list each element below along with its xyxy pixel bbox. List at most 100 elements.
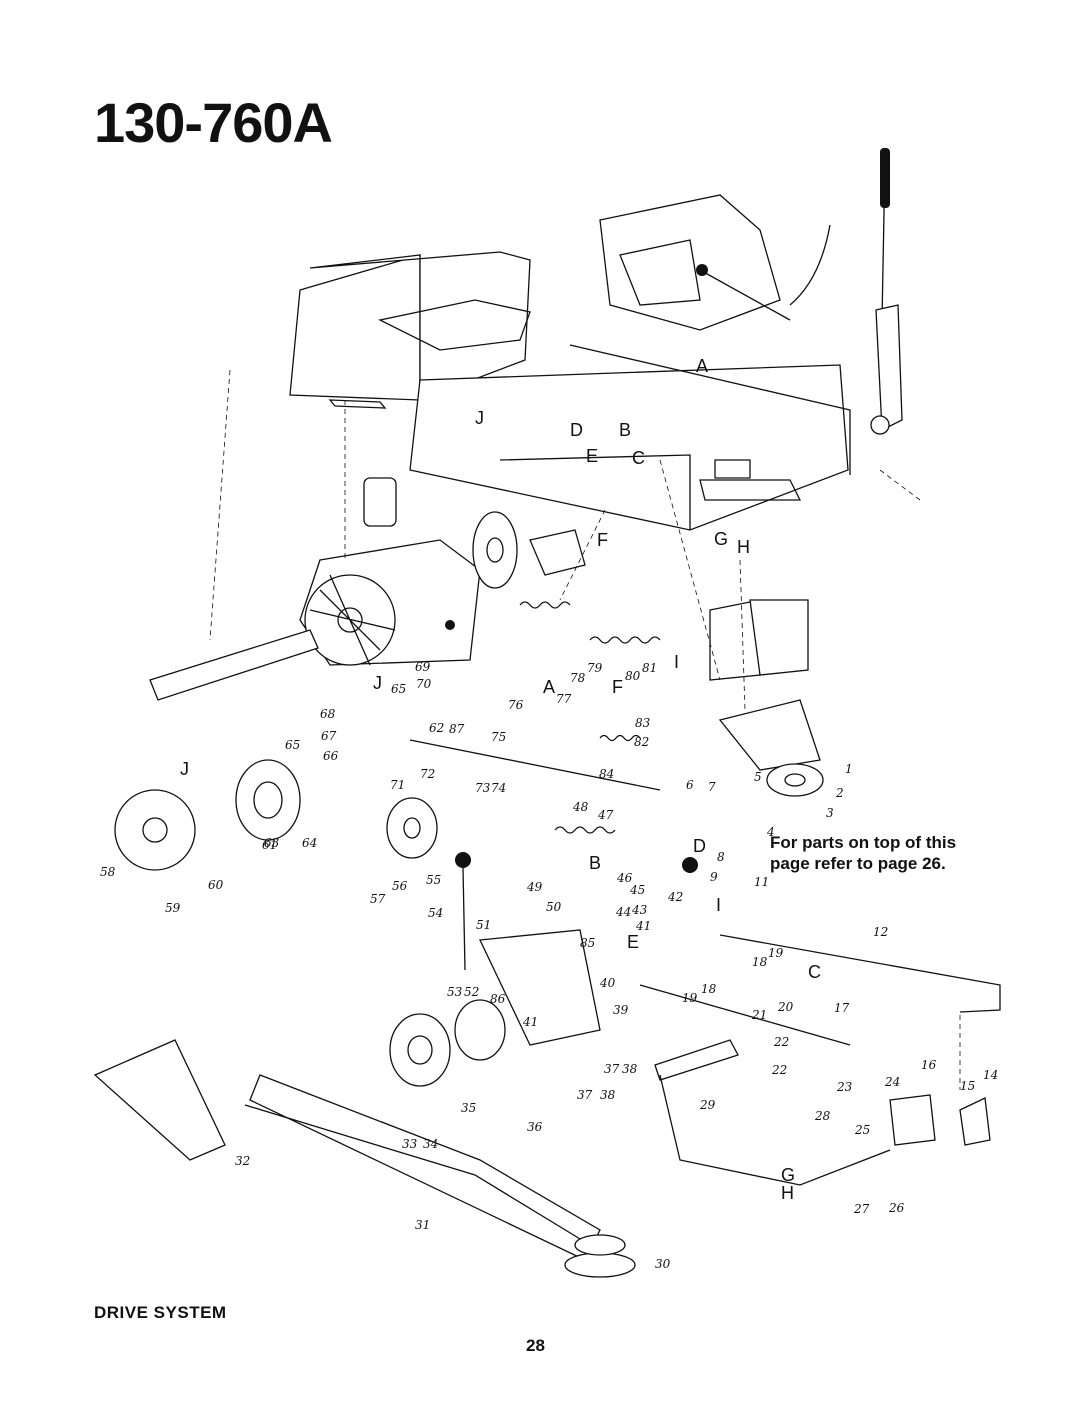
tension-springs — [519, 601, 661, 834]
note-line-1: For parts on top of this — [770, 833, 957, 852]
callout-7: 7 — [708, 780, 716, 794]
callout-31: 31 — [415, 1218, 430, 1232]
callout-68: 68 — [320, 707, 336, 721]
callout-60: 60 — [208, 878, 224, 892]
callout-74: 74 — [491, 781, 506, 795]
callout-49: 49 — [526, 880, 543, 894]
callout-22a: 22 — [773, 1035, 789, 1049]
callout-22b: 22 — [771, 1063, 787, 1077]
callout-18a: 18 — [752, 955, 768, 969]
callout-81: 81 — [642, 661, 657, 675]
callout-86: 86 — [490, 992, 506, 1006]
callout-20: 20 — [777, 1000, 794, 1014]
callout-16: 16 — [921, 1058, 937, 1072]
callout-66: 66 — [323, 749, 339, 763]
ref-letter-a-mid: A — [543, 677, 555, 697]
callout-38b: 38 — [600, 1088, 616, 1102]
lower-pulley-bracket — [389, 929, 601, 1087]
shift-housing — [599, 194, 831, 331]
callout-41a: 41 — [635, 919, 651, 933]
callout-47: 47 — [597, 808, 614, 822]
callout-37b: 37 — [577, 1088, 593, 1102]
callout-12: 12 — [873, 925, 888, 939]
callout-54: 54 — [428, 906, 443, 920]
callout-75: 75 — [491, 730, 506, 744]
callout-2: 2 — [835, 786, 844, 800]
callout-77: 77 — [556, 692, 572, 706]
callout-72: 72 — [420, 767, 435, 781]
callout-48: 48 — [572, 800, 589, 814]
ref-letter-g-top: G — [714, 529, 728, 549]
callout-58: 58 — [100, 865, 116, 879]
callout-82: 82 — [634, 735, 649, 749]
callout-28: 28 — [814, 1109, 831, 1123]
ref-letter-j-left: J — [180, 759, 189, 779]
callout-35: 35 — [461, 1101, 476, 1115]
callout-24: 24 — [884, 1075, 900, 1089]
note-line-2: page refer to page 26. — [770, 854, 946, 873]
callout-6: 6 — [686, 778, 694, 792]
brake-pedal — [654, 1039, 991, 1186]
callout-85: 85 — [580, 936, 595, 950]
callout-14: 14 — [983, 1068, 998, 1082]
callout-27: 27 — [853, 1202, 870, 1216]
callout-9: 9 — [710, 870, 718, 884]
center-idler-pulley — [386, 797, 698, 971]
ref-letter-d-top: D — [570, 420, 583, 440]
ref-letter-i-lower: I — [716, 895, 721, 915]
callout-52: 52 — [464, 985, 479, 999]
clutch-disk — [472, 511, 586, 589]
callout-25: 25 — [854, 1123, 870, 1137]
callout-labels: 1 2 3 4 5 6 7 8 9 11 12 14 15 16 17 18 1… — [100, 660, 998, 1271]
callout-87: 87 — [449, 722, 465, 736]
callout-84: 84 — [599, 767, 614, 781]
ref-letter-a-top: A — [696, 356, 708, 376]
callout-65b: 65 — [285, 738, 300, 752]
callout-73: 73 — [475, 781, 491, 795]
parts-reference-note: For parts on top of this page refer to p… — [770, 832, 956, 874]
callout-19b: 19 — [682, 991, 698, 1005]
ref-letter-j-top: J — [475, 408, 484, 428]
callout-30: 30 — [655, 1257, 671, 1271]
callout-59: 59 — [165, 901, 181, 915]
callout-51: 51 — [476, 918, 491, 932]
callout-17: 17 — [834, 1001, 850, 1015]
callout-8: 8 — [717, 850, 725, 864]
main-frame-plate — [409, 344, 851, 531]
ref-letter-c-lower: C — [808, 962, 821, 982]
callout-21: 21 — [751, 1008, 767, 1022]
idler-bracket — [709, 599, 824, 797]
drive-belts — [93, 1039, 636, 1278]
callout-15: 15 — [960, 1079, 975, 1093]
callout-37a: 37 — [604, 1062, 620, 1076]
ref-letter-f-mid: F — [612, 677, 623, 697]
callout-50: 50 — [546, 900, 562, 914]
section-title: DRIVE SYSTEM — [94, 1303, 227, 1322]
callout-61: 61 — [262, 838, 277, 852]
callout-64: 64 — [302, 836, 317, 850]
page-number: 28 — [526, 1336, 545, 1355]
drive-rods — [409, 739, 1001, 1046]
callout-32: 32 — [235, 1154, 250, 1168]
callout-53: 53 — [447, 985, 463, 999]
callout-56: 56 — [392, 879, 408, 893]
callout-39: 39 — [613, 1003, 629, 1017]
callout-29: 29 — [699, 1098, 716, 1112]
callout-5: 5 — [754, 770, 762, 784]
leader-lines — [209, 369, 961, 1090]
callout-3: 3 — [826, 806, 834, 820]
ref-letter-d-mid: D — [693, 836, 706, 856]
ref-letter-e-mid: E — [627, 932, 639, 952]
callout-62: 62 — [429, 721, 444, 735]
ref-letter-b-top: B — [619, 420, 631, 440]
ref-letter-b-mid: B — [589, 853, 601, 873]
callout-44: 44 — [615, 905, 631, 919]
callout-1: 1 — [845, 762, 853, 776]
callout-69: 69 — [415, 660, 431, 674]
cooling-fan — [114, 759, 301, 871]
callout-43: 43 — [631, 903, 648, 917]
callout-71: 71 — [390, 778, 405, 792]
callout-42: 42 — [667, 890, 683, 904]
callout-34: 34 — [423, 1137, 438, 1151]
